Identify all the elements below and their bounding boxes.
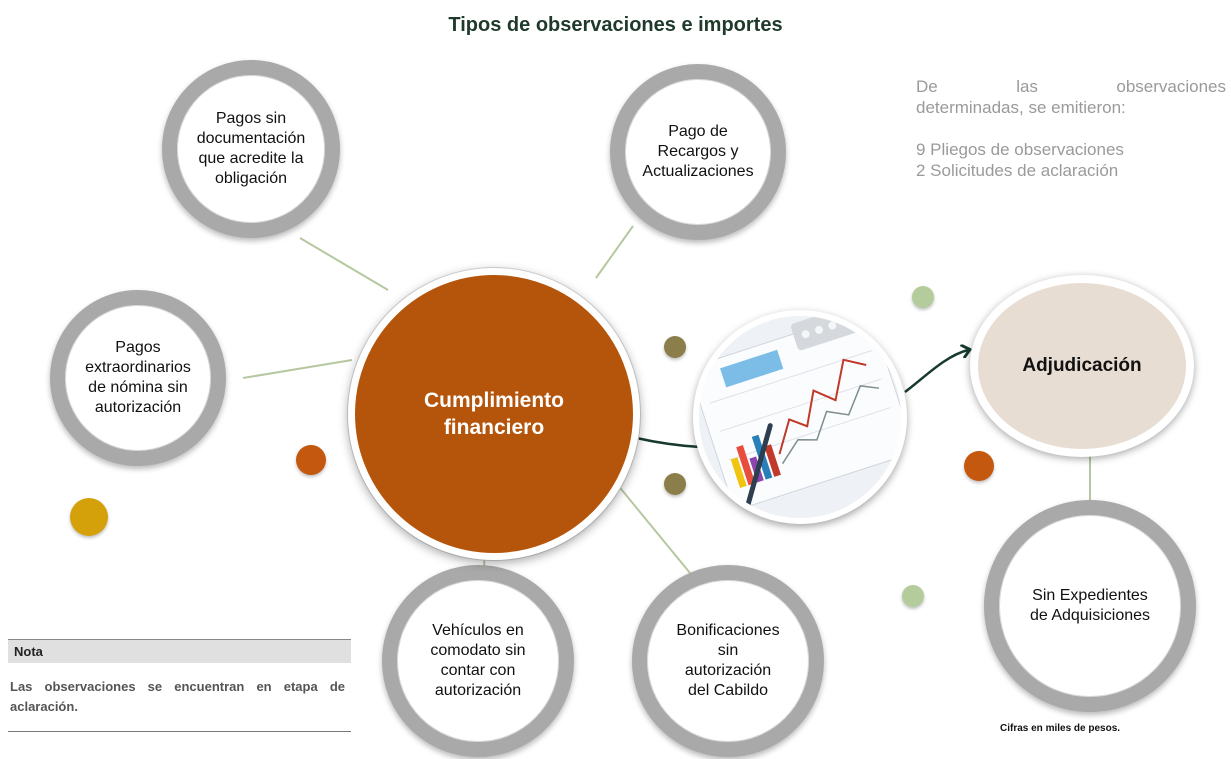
decorative-dot-orange (296, 445, 326, 475)
arrow-to-adjudicacion (904, 350, 968, 393)
node-vehiculos-comodato: Vehículos en comodato sin contar con aut… (382, 565, 574, 757)
summary-intro-line-1: De las observaciones (916, 77, 1226, 96)
decorative-dot-olive (664, 336, 686, 358)
node-sin-expedientes-label: Sin Expedientes de Adquisiciones (1029, 587, 1151, 624)
decorative-dot-green (912, 286, 934, 308)
footer-note: Cifras en miles de pesos. (1000, 723, 1121, 734)
node-cumplimiento-financiero-label: Cumplimiento financiero (424, 389, 564, 439)
node-cumplimiento-financiero: Cumplimiento financiero (348, 268, 640, 560)
node-pagos-sin-documentacion: Pagos sin documentación que acredite la … (162, 60, 340, 238)
node-pagos-extraordinarios: Pagos extraordinarios de nómina sin auto… (50, 290, 226, 466)
decorative-dot-olive (664, 473, 686, 495)
node-pagos-extraordinarios-label: Pagos extraordinarios de nómina sin auto… (85, 339, 191, 416)
summary-intro-line-2: determinadas, se emitieron: (916, 98, 1126, 117)
connector-line-bonificaciones (611, 477, 691, 574)
node-vehiculos-comodato-label: Vehículos en comodato sin contar con aut… (430, 622, 526, 699)
connector-line-pago-recargos (595, 225, 634, 279)
page-title: Tipos de observaciones e importes (448, 14, 783, 36)
node-pago-recargos: Pago de Recargos y Actualizaciones (610, 64, 786, 240)
arrow-to-hub (632, 437, 701, 449)
node-adjudicacion-label: Adjudicación (1022, 355, 1142, 376)
note-body: Las observaciones se encuentran en etapa… (8, 663, 351, 732)
summary-item: 2 Solicitudes de aclaración (916, 161, 1119, 180)
note-heading: Nota (8, 639, 351, 663)
note-box: Nota Las observaciones se encuentran en … (8, 639, 351, 732)
connector-line-pagos-sin-documentacion (299, 237, 389, 291)
node-bonificaciones: Bonificaciones sin autorización del Cabi… (632, 565, 824, 757)
node-adjudicacion: Adjudicación (970, 275, 1194, 457)
summary-item: 9 Pliegos de observaciones (916, 140, 1124, 159)
node-pagos-sin-documentacion-label: Pagos sin documentación que acredite la … (196, 110, 306, 187)
decorative-dot-orange (964, 451, 994, 481)
financial-charts-image (699, 316, 901, 518)
node-sin-expedientes: Sin Expedientes de Adquisiciones (984, 500, 1196, 712)
node-bonificaciones-label: Bonificaciones sin autorización del Cabi… (676, 622, 780, 699)
financial-charts-photo (693, 310, 907, 524)
decorative-dot-green (902, 585, 924, 607)
node-pago-recargos-label: Pago de Recargos y Actualizaciones (642, 123, 754, 180)
connector-line-pagos-extraordinarios (242, 359, 353, 379)
observations-summary: De las observaciones determinadas, se em… (916, 76, 1226, 181)
decorative-dot-gold (70, 498, 108, 536)
